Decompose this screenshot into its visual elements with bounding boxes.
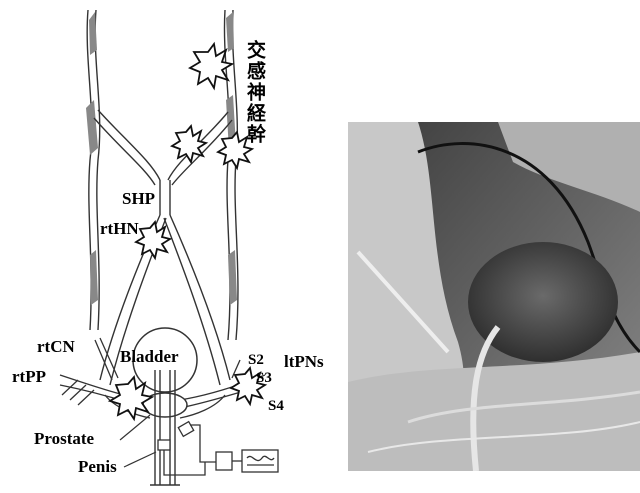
label-rtcn: rtCN xyxy=(37,337,75,356)
label-ltpns: ltPNs xyxy=(284,352,324,371)
leader-lines xyxy=(120,415,156,467)
vertical-title: 交感神経幹 xyxy=(244,39,266,145)
right-trunk-ganglion-upper xyxy=(226,12,234,52)
label-prostate: Prostate xyxy=(34,429,95,448)
label-bladder: Bladder xyxy=(120,347,179,366)
sympathetic-trunk-title: 交感神経幹 xyxy=(244,39,266,145)
label-penis: Penis xyxy=(78,457,117,476)
label-s4: S4 xyxy=(268,398,284,414)
label-rthn: rtHN xyxy=(100,219,139,238)
nerve-anatomy-diagram: 交感神経幹 SHP rtHN rtCN rtPP Bladder S2 S3 S… xyxy=(0,0,340,493)
surgical-photo xyxy=(348,122,640,471)
label-s3: S3 xyxy=(256,370,272,386)
label-s2: S2 xyxy=(248,352,264,368)
left-trunk-ganglion-mid xyxy=(86,100,98,155)
penile-sensor xyxy=(158,440,170,450)
label-rtpp: rtPP xyxy=(12,367,46,386)
label-shp: SHP xyxy=(122,189,155,208)
recording-setup xyxy=(164,422,278,475)
superior-hypogastric-plexus xyxy=(94,110,232,215)
left-trunk-ganglion-lower xyxy=(90,250,98,305)
